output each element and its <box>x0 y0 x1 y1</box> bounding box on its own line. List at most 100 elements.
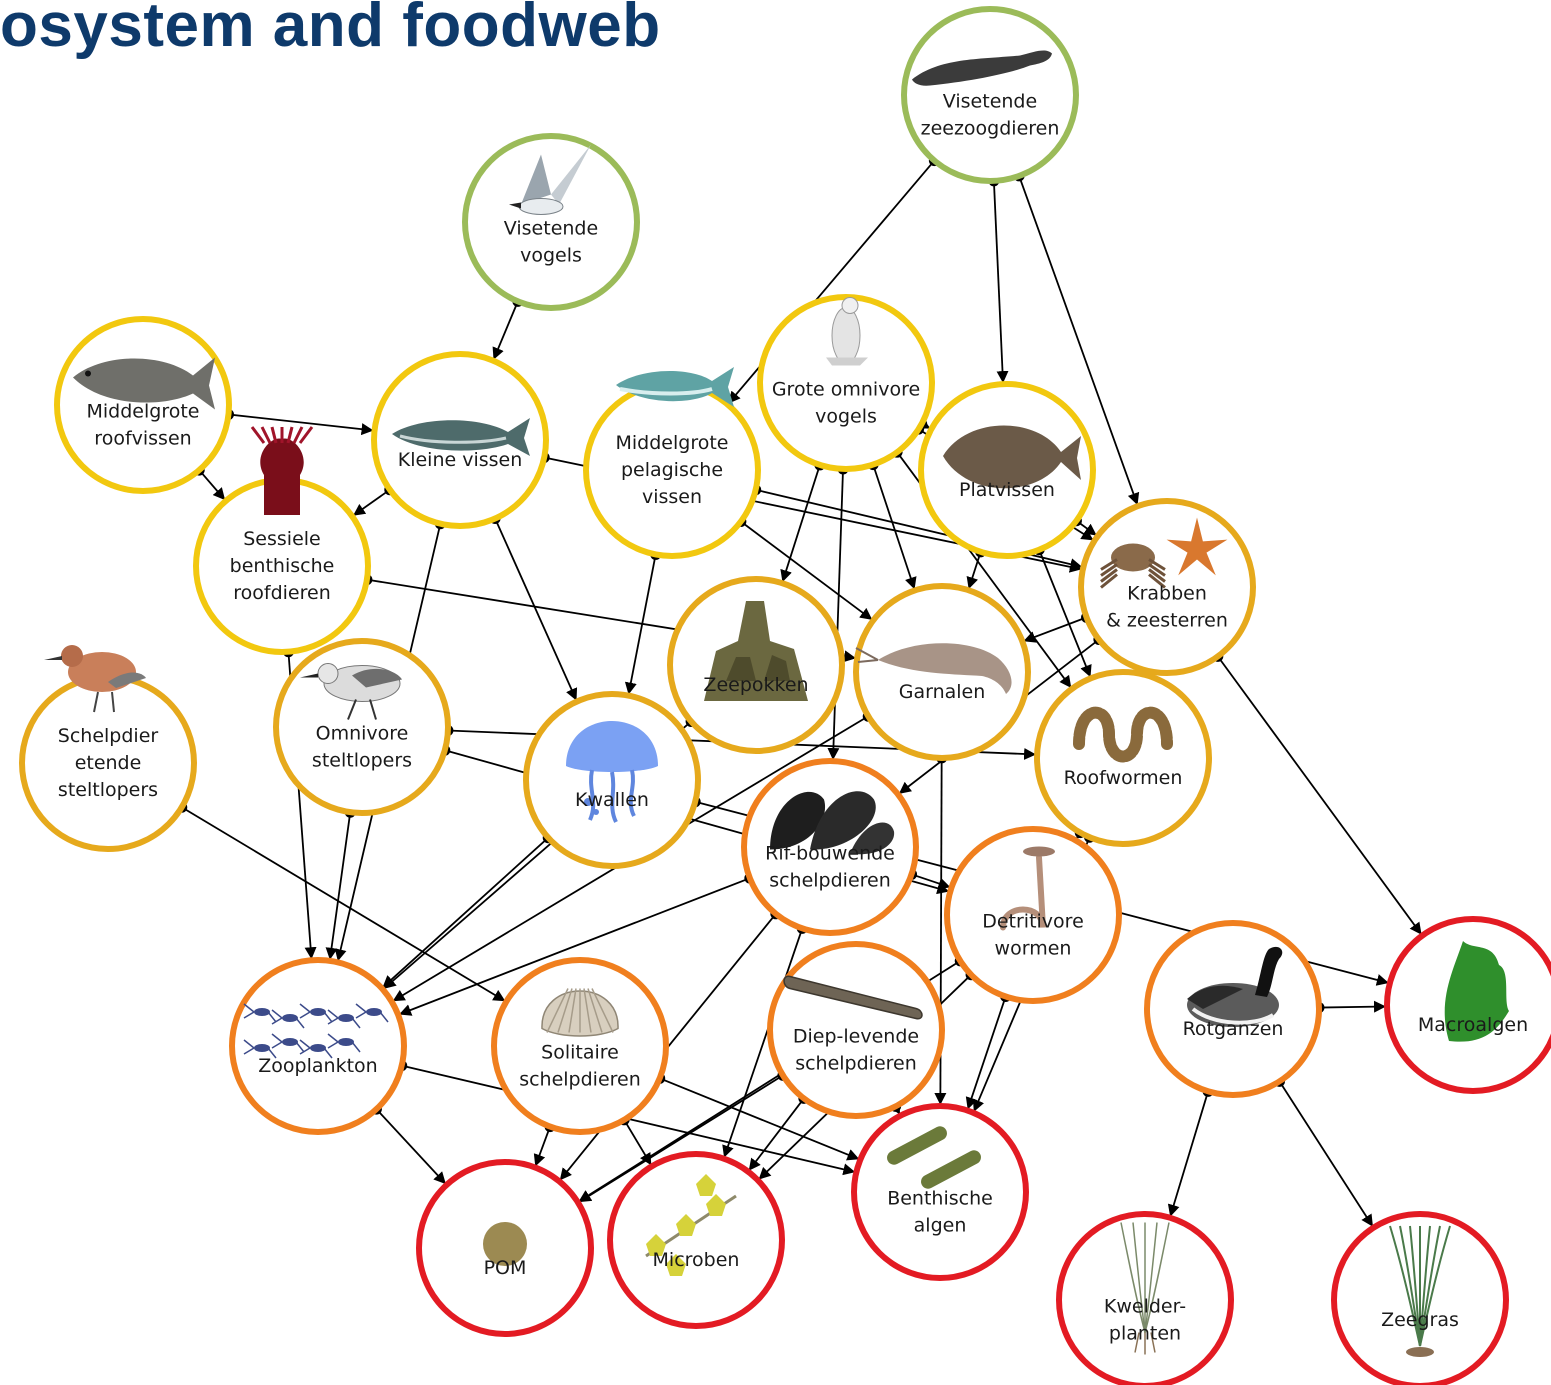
node-diep-levende-schelpdieren: Diep-levende schelpdieren <box>767 941 945 1119</box>
edge-omnivore-steltlopers-to-zooplankton <box>325 812 352 960</box>
seaweed-icon <box>1444 941 1509 1042</box>
anemone-icon <box>250 426 314 515</box>
species-nodes: VisetendezeezoogdierenVisetendevogelsMid… <box>19 6 1551 1385</box>
edge-krabben-zeesterren-to-macroalgen <box>1217 655 1422 935</box>
node-circle <box>901 6 1079 184</box>
node-label: Garnalen <box>899 681 986 703</box>
edge-diep-levende-schelpdieren-to-pom <box>578 1074 784 1203</box>
node-label: Zooplankton <box>258 1055 377 1077</box>
node-label: vogels <box>520 245 582 267</box>
tern-icon <box>509 144 591 215</box>
node-label: wormen <box>995 938 1072 960</box>
diatom-icon <box>887 1126 981 1189</box>
sanderling-icon <box>300 663 402 720</box>
knot-bird-icon <box>44 645 146 713</box>
node-label: Kleine vissen <box>398 449 523 471</box>
node-label: Visetende <box>943 91 1037 113</box>
seagrass-icon <box>1389 1225 1451 1357</box>
edge-diep-levende-schelpdieren-to-microben <box>748 1097 805 1171</box>
node-kwallen: Kwallen <box>523 691 701 869</box>
node-pom: POM <box>416 1159 594 1337</box>
node-label: schelpdieren <box>519 1069 641 1091</box>
node-rotganzen: Rotganzen <box>1144 920 1322 1098</box>
node-middelgrote-pelagische-vissen: Middelgrote pelagische vissen <box>583 367 761 559</box>
razor-clam-icon <box>783 975 923 1020</box>
node-label: Macroalgen <box>1418 1014 1528 1036</box>
crab-starfish-icon <box>1100 517 1228 589</box>
edge-rif-bouwende-schelpdieren-to-detritivore-wormen <box>911 873 951 890</box>
node-label: Kwelder- <box>1104 1296 1186 1318</box>
edge-solitaire-schelpdieren-to-microben <box>623 1119 652 1166</box>
edge-rotganzen-to-macroalgen <box>1318 1000 1387 1013</box>
node-kleine-vissen: Kleine vissen <box>371 351 549 529</box>
node-middelgrote-roofvissen: Middelgrote roofvissen <box>54 316 232 494</box>
herring-icon <box>616 367 734 407</box>
node-label: Rif-bouwende <box>765 843 895 865</box>
seal-icon <box>912 50 1052 86</box>
node-circle <box>607 1151 785 1329</box>
node-label: Platvissen <box>959 479 1055 501</box>
edge-grote-omnivore-vogels-to-garnalen <box>872 464 917 590</box>
edge-zooplankton-to-pom <box>375 1108 446 1185</box>
brent-goose-icon <box>1187 946 1283 1027</box>
node-circle <box>757 294 935 472</box>
edge-kleine-vissen-to-sessiele-benthische-roofdieren <box>353 488 391 516</box>
node-label: schelpdieren <box>795 1053 917 1075</box>
edge-middelgrote-roofvissen-to-kleine-vissen <box>228 413 374 436</box>
node-macroalgen: Macroalgen <box>1384 916 1551 1094</box>
edge-visetende-zeezoogdieren-to-krabben-zeesterren <box>1018 175 1140 506</box>
node-label: Diep-levende <box>793 1026 919 1048</box>
node-label: & zeesterren <box>1106 610 1228 632</box>
edge-detritivore-wormen-to-benthische-algen <box>965 996 1007 1110</box>
edge-platvissen-to-roofwormen <box>1038 549 1092 678</box>
edge-grote-omnivore-vogels-to-rif-bouwende-schelpdieren <box>827 468 844 761</box>
node-label: Krabben <box>1127 583 1207 605</box>
edge-rotganzen-to-zeegras <box>1278 1080 1374 1227</box>
node-circle <box>273 638 451 816</box>
node-zeegras: Zeegras <box>1331 1211 1509 1385</box>
edge-platvissen-to-garnalen <box>966 551 982 590</box>
node-label: algen <box>914 1215 967 1237</box>
node-label: schelpdieren <box>769 870 891 892</box>
edge-kwallen-to-zooplankton <box>382 837 549 988</box>
node-roofwormen: Roofwormen <box>1034 669 1212 847</box>
node-platvissen: Platvissen <box>918 381 1096 559</box>
flatfish-icon <box>943 425 1081 489</box>
edge-kleine-vissen-to-kwallen <box>494 518 578 701</box>
node-label: Visetende <box>504 218 598 240</box>
node-label: Sessiele <box>243 528 320 550</box>
edge-middelgrote-pelagische-vissen-to-garnalen <box>740 520 873 621</box>
gull-icon <box>826 297 868 366</box>
node-label: planten <box>1109 1323 1181 1345</box>
microbe-icon <box>645 1174 737 1276</box>
node-microben: Microben <box>607 1151 785 1329</box>
copepod-icon <box>243 1003 389 1059</box>
mussel-icon <box>770 791 895 855</box>
edge-krabben-zeesterren-to-garnalen <box>1023 616 1087 643</box>
node-label: Detritivore <box>982 911 1084 933</box>
node-label: Middelgrote <box>87 401 200 423</box>
node-label: pelagische <box>621 459 723 481</box>
node-label: Benthische <box>887 1188 993 1210</box>
node-label: Middelgrote <box>616 432 729 454</box>
ragworm-icon <box>1073 706 1173 763</box>
node-label: POM <box>484 1257 527 1279</box>
node-label: Microben <box>653 1249 740 1271</box>
jellyfish-icon <box>566 721 658 823</box>
node-label: vissen <box>642 486 702 508</box>
node-label: roofvissen <box>94 428 191 450</box>
node-solitaire-schelpdieren: Solitaire schelpdieren <box>491 957 669 1135</box>
node-label: Solitaire <box>541 1042 619 1064</box>
edge-rif-bouwende-schelpdieren-to-microben <box>722 928 804 1158</box>
node-circle <box>462 133 640 311</box>
node-detritivore-wormen: Detritivore wormen <box>944 826 1122 1004</box>
node-circle <box>54 316 232 494</box>
node-label: steltlopers <box>312 750 412 772</box>
bass-fish-icon <box>73 357 215 410</box>
node-label: Rotganzen <box>1183 1018 1284 1040</box>
